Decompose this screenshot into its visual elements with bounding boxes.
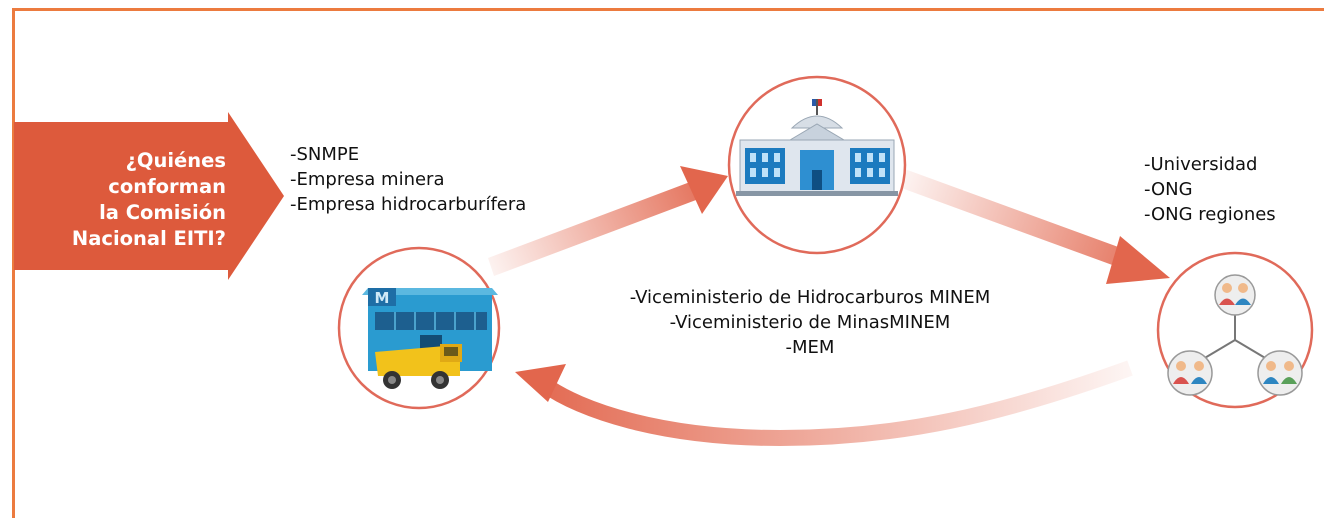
government-members-list: -Viceministerio de Hidrocarburos MINEM -… <box>560 285 1060 360</box>
civil-society-member: -ONG regiones <box>1144 204 1276 225</box>
civil-society-member: -ONG <box>1144 179 1193 200</box>
banner-line: conforman <box>108 175 226 198</box>
industry-member: -Empresa hidrocarburífera <box>290 194 527 215</box>
government-member: -MEM <box>785 337 835 358</box>
svg-text:M: M <box>375 289 390 307</box>
frame-top-border <box>12 8 1324 11</box>
industry-members-list: -SNMPE -Empresa minera -Empresa hidrocar… <box>290 142 526 217</box>
banner-line: Nacional EITI? <box>71 227 226 250</box>
government-member: -Viceministerio de Hidrocarburos MINEM <box>629 287 991 308</box>
arrow-government-to-civil-society <box>896 168 1170 284</box>
arrow-civil-society-to-mining <box>515 360 1133 447</box>
frame-left-border <box>12 8 15 518</box>
banner-line: la Comisión <box>99 201 226 224</box>
node-mining: M <box>337 246 501 410</box>
government-member: -Viceministerio de MinasMINEM <box>669 312 951 333</box>
civil-society-members-list: -Universidad -ONG -ONG regiones <box>1144 152 1276 227</box>
government-building-icon <box>736 99 898 196</box>
banner-arrow <box>14 112 284 280</box>
banner-question: ¿Quiénes conforman la Comisión Nacional … <box>30 148 226 252</box>
banner-line: ¿Quiénes <box>125 149 226 172</box>
people-network-icon <box>1167 274 1303 396</box>
civil-society-member: -Universidad <box>1144 154 1258 175</box>
industry-member: -SNMPE <box>290 144 360 165</box>
arrow-mining-to-government <box>488 166 728 276</box>
node-government <box>727 75 907 255</box>
node-civil-society <box>1156 251 1314 409</box>
industry-member: -Empresa minera <box>290 169 445 190</box>
mining-truck-building-icon: M <box>362 288 498 389</box>
